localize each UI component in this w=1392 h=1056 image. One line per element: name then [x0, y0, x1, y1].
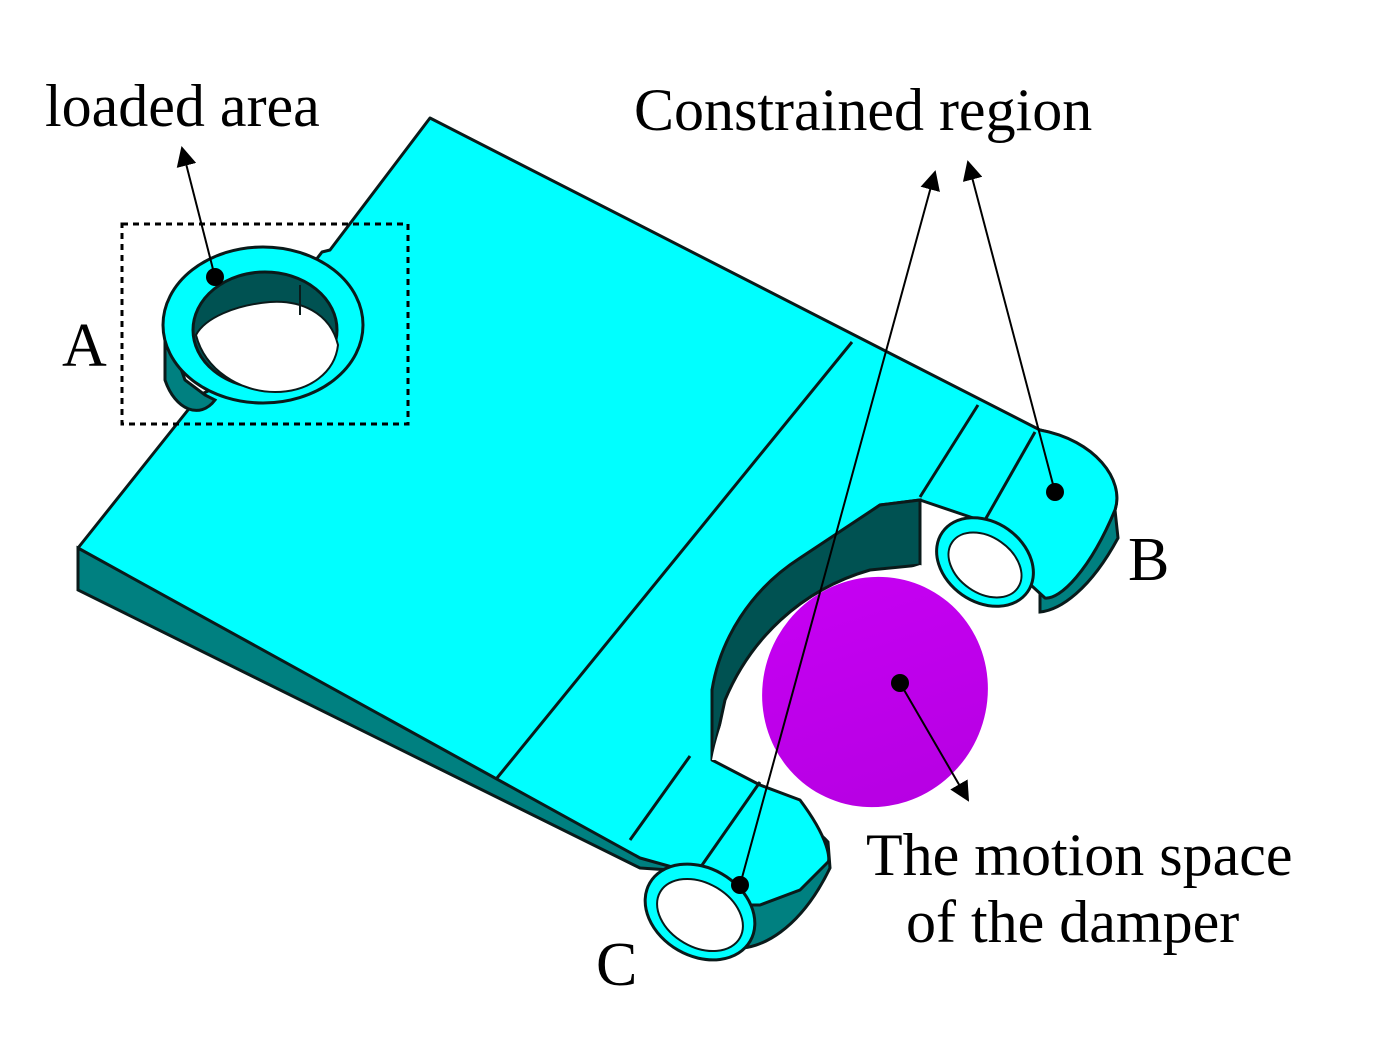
damper-dot — [891, 674, 909, 692]
annotations — [120, 146, 1064, 894]
face-divider-c2 — [698, 781, 762, 869]
point-a-label: A — [62, 312, 107, 380]
cutout-inner-wall — [710, 498, 922, 761]
point-b-label: B — [1128, 526, 1169, 594]
constrained-dot-b — [1046, 483, 1064, 501]
constrained-arrow-b — [962, 160, 1056, 493]
loaded-area-box — [120, 222, 410, 426]
loaded-area-dot — [206, 268, 224, 286]
hole-b — [935, 516, 1035, 608]
hole-c — [643, 862, 757, 962]
face-divider-b2 — [983, 431, 1037, 521]
point-c-label: C — [596, 931, 637, 999]
boss-a — [161, 245, 365, 412]
constrained-dot-c — [731, 876, 749, 894]
face-divider-c1 — [628, 755, 692, 841]
loaded-area-label: loaded area — [45, 73, 320, 139]
motion-space-label-line2: of the damper — [906, 889, 1239, 955]
constrained-arrow-c — [739, 170, 940, 886]
face-divider-main — [495, 341, 854, 779]
damper-motion-space — [762, 576, 988, 808]
damper-arrow — [899, 682, 970, 802]
face-divider-b1 — [918, 404, 980, 498]
constrained-region-label: Constrained region — [634, 77, 1092, 143]
motion-space-label-line1: The motion space — [866, 822, 1293, 888]
loaded-area-arrow — [176, 146, 216, 278]
bracket-part — [76, 116, 1120, 962]
